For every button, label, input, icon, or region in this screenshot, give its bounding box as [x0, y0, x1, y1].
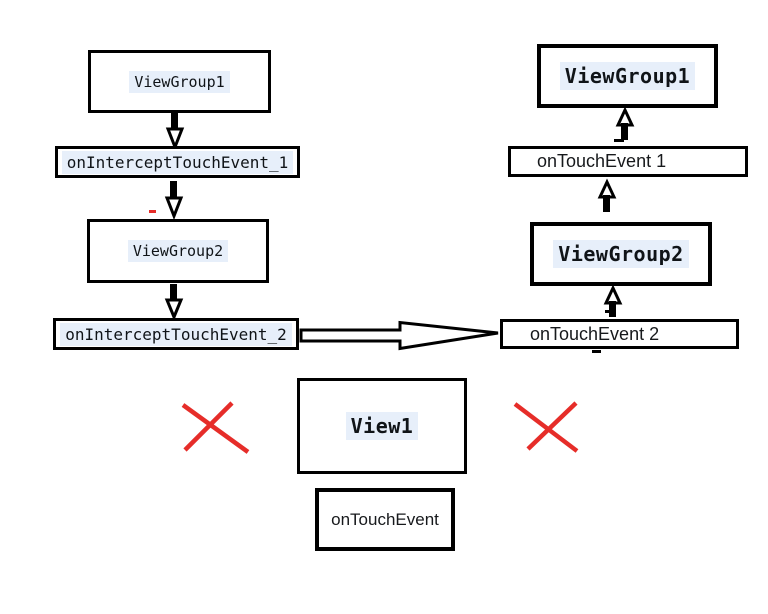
arrow-down-icon [165, 112, 185, 152]
box-viewgroup2-right-label: ViewGroup2 [553, 240, 689, 268]
red-dash-mark [149, 210, 156, 213]
box-on-touch-event: onTouchEvent [315, 488, 455, 551]
box-viewgroup1-right: ViewGroup1 [537, 44, 718, 108]
red-cross-icon [181, 401, 250, 454]
black-dash-mark [605, 310, 614, 313]
arrow-down-icon [164, 181, 184, 221]
box-viewgroup1-left-label: ViewGroup1 [129, 70, 230, 93]
box-on-intercept-touch-event-2: onInterceptTouchEvent_2 [53, 318, 299, 350]
black-dash-mark [592, 350, 601, 353]
box-viewgroup2-left-label: ViewGroup2 [127, 240, 229, 262]
arrow-right-icon [299, 320, 499, 351]
box-viewgroup1-left: ViewGroup1 [88, 50, 271, 113]
red-cross-icon [513, 401, 579, 453]
box-on-touch-event-2-label: onTouchEvent 2 [530, 323, 660, 344]
black-dash-mark [614, 139, 624, 142]
box-viewgroup2-right: ViewGroup2 [530, 222, 712, 286]
arrow-up-icon [615, 106, 635, 140]
box-view1-label: View1 [345, 412, 419, 440]
arrow-up-icon [603, 284, 623, 317]
arrow-up-icon [597, 178, 617, 212]
box-on-touch-event-1: onTouchEvent 1 [508, 146, 748, 177]
box-viewgroup1-right-label: ViewGroup1 [559, 62, 696, 90]
box-view1: View1 [297, 378, 467, 474]
box-on-intercept-touch-event-1: onInterceptTouchEvent_1 [55, 146, 300, 178]
box-on-touch-event-2: onTouchEvent 2 [500, 319, 739, 349]
box-viewgroup2-left: ViewGroup2 [87, 219, 269, 283]
box-on-touch-event-label: onTouchEvent [331, 509, 439, 529]
box-on-intercept-touch-event-2-label: onInterceptTouchEvent_2 [60, 322, 292, 346]
box-on-touch-event-1-label: onTouchEvent 1 [537, 151, 667, 171]
box-on-intercept-touch-event-1-label: onInterceptTouchEvent_1 [61, 150, 294, 174]
arrow-down-icon [164, 284, 184, 321]
